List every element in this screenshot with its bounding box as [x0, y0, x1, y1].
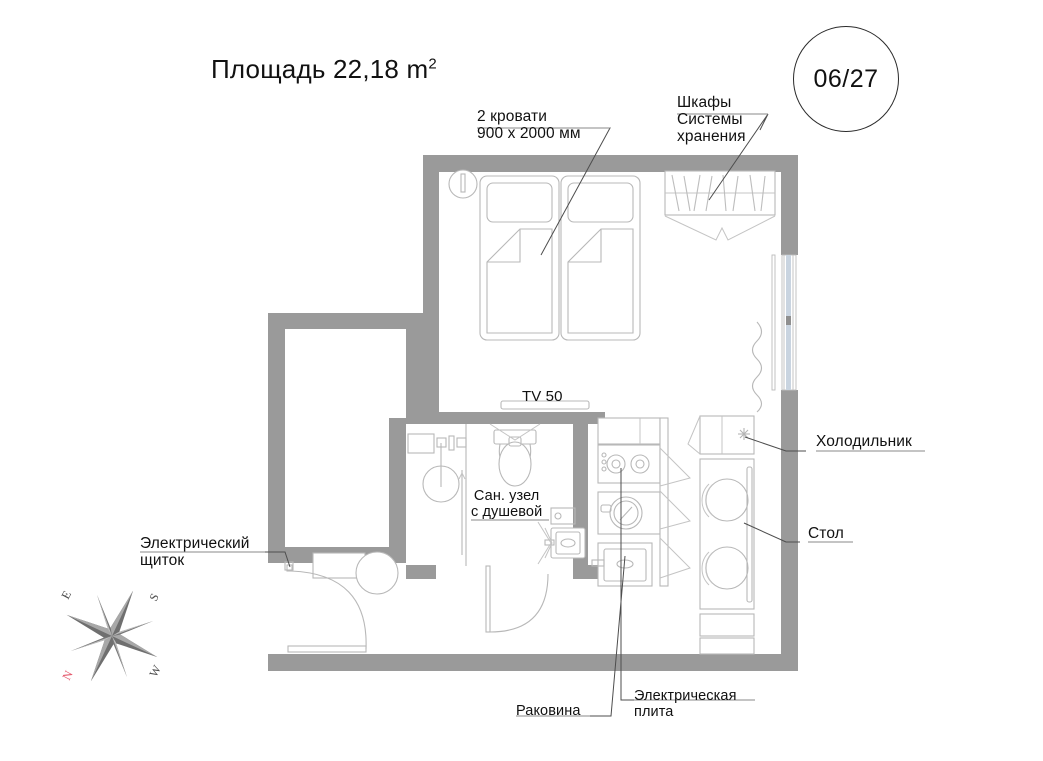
label-stove: Электрическая плита [634, 688, 737, 720]
balcony-door [771, 254, 797, 391]
plan-number-badge: 06/27 [793, 26, 899, 132]
bed-left [479, 175, 560, 341]
leader-lines [140, 113, 925, 717]
area-unit: m [406, 54, 429, 84]
label-electrical-panel: Электрический щиток [140, 535, 250, 569]
label-tv: TV 50 [522, 388, 563, 405]
nightstand-lamp [448, 169, 478, 199]
area-unit-sup: 2 [428, 55, 437, 73]
wardrobe [664, 170, 776, 241]
label-table: Стол [808, 525, 844, 542]
shower [407, 433, 467, 503]
page-title: Площадь 22,18 m2 [211, 54, 437, 85]
label-beds: 2 кровати 900 x 2000 мм [477, 108, 581, 142]
chair-upper [701, 478, 749, 522]
compass-north-label: N [59, 668, 76, 683]
bathroom-sink [537, 507, 586, 565]
compass-rose: N E S W [58, 588, 164, 683]
label-bathroom: Сан. узел с душевой [471, 488, 543, 520]
dining-table [699, 458, 755, 610]
label-refrigerator: Холодильник [816, 433, 912, 450]
tv-unit [500, 400, 590, 410]
lower-cabinet [699, 613, 755, 655]
electrical-panel-marker [284, 561, 294, 571]
toilet [489, 423, 541, 487]
kitchen-counter [597, 417, 669, 587]
round-pouf [355, 551, 399, 595]
label-wardrobe: Шкафы Системы хранения [677, 94, 746, 145]
compass-south-label: S [146, 591, 162, 603]
kitchen-sink [591, 542, 653, 587]
washing-machine [597, 491, 661, 535]
label-sink: Раковина [516, 703, 581, 719]
curtain [751, 321, 763, 413]
bathroom-door [485, 565, 549, 633]
kitchen-stove [597, 444, 661, 484]
compass-east-label: E [58, 588, 74, 601]
compass-west-label: W [146, 662, 164, 679]
chair-lower [701, 546, 749, 590]
area-value: Площадь 22,18 [211, 54, 407, 84]
refrigerator [687, 415, 755, 455]
bed-right [560, 175, 641, 341]
kitchen-cabinet-swings [659, 447, 691, 579]
